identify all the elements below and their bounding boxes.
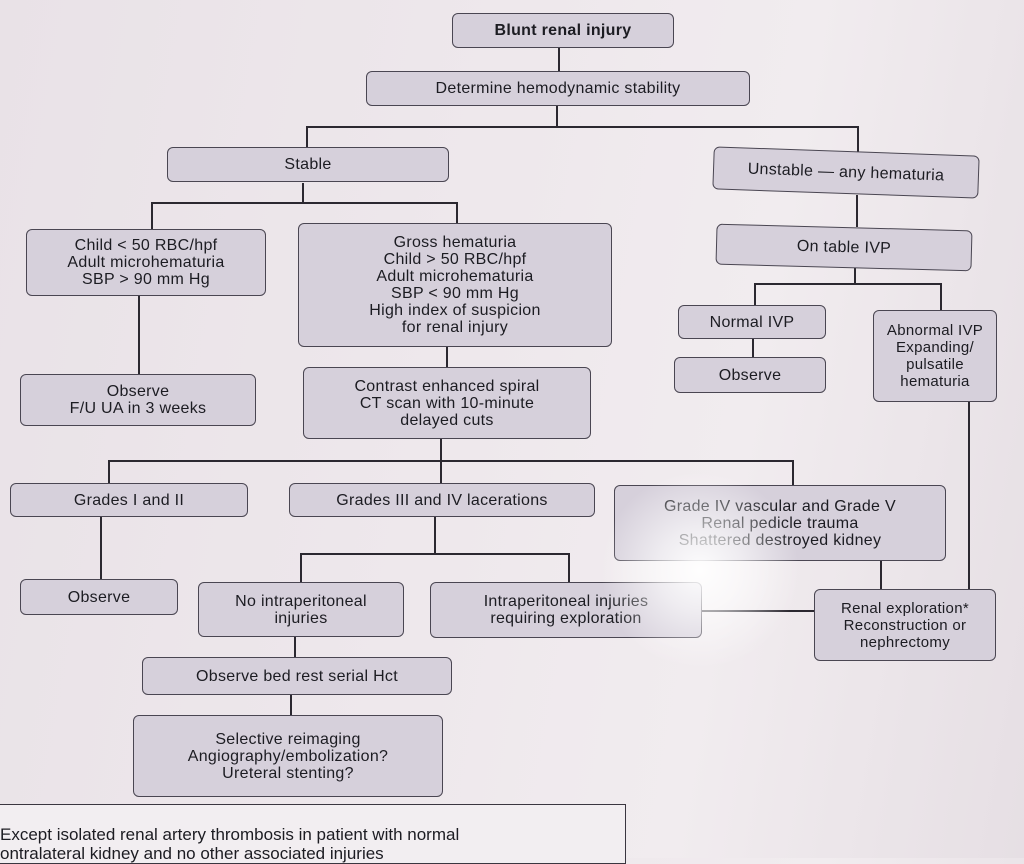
- connector: [856, 195, 858, 227]
- connector: [700, 610, 814, 612]
- intraperitoneal-line: Intraperitoneal injuries: [483, 593, 649, 610]
- renal-exploration-line: Renal exploration*: [841, 599, 969, 617]
- reimaging-line: Angiography/embolization?: [187, 747, 389, 765]
- connector: [434, 516, 436, 554]
- abnormal-ivp-line: Expanding/: [895, 339, 975, 356]
- minor-hematuria-node: Child < 50 RBC/hpf Adult microhematuria …: [26, 229, 266, 296]
- abnormal-ivp-line: Abnormal IVP: [886, 322, 984, 339]
- normal-ivp-node: Normal IVP: [678, 305, 826, 339]
- connector: [968, 400, 970, 590]
- connector: [568, 553, 570, 583]
- root-label: Blunt renal injury: [494, 22, 632, 39]
- no-intraperitoneal-line: injuries: [274, 609, 328, 627]
- ct-scan-node: Contrast enhanced spiral CT scan with 10…: [303, 367, 591, 439]
- ct-scan-line: delayed cuts: [400, 411, 494, 429]
- gross-line: Adult microhematuria: [376, 268, 534, 285]
- connector: [940, 283, 942, 311]
- connector: [290, 694, 292, 716]
- gross-hematuria-node: Gross hematuria Child > 50 RBC/hpf Adult…: [298, 223, 612, 347]
- reimaging-line: Ureteral stenting?: [222, 764, 354, 782]
- reimaging-line: Selective reimaging: [215, 730, 361, 748]
- ct-scan-line: Contrast enhanced spiral: [354, 377, 540, 395]
- no-intraperitoneal-node: No intraperitoneal injuries: [198, 582, 404, 637]
- unstable-label: Unstable — any hematuria: [747, 160, 945, 185]
- bed-rest-node: Observe bed rest serial Hct: [142, 657, 452, 695]
- root-node: Blunt renal injury: [452, 13, 674, 48]
- intraperitoneal-node: Intraperitoneal injuries requiring explo…: [430, 582, 702, 638]
- renal-exploration-line: nephrectomy: [859, 633, 950, 651]
- reimaging-node: Selective reimaging Angiography/emboliza…: [133, 715, 443, 797]
- intraperitoneal-line: requiring exploration: [490, 610, 642, 627]
- connector: [456, 202, 458, 224]
- connector: [556, 106, 558, 127]
- abnormal-ivp-line: hematuria: [900, 373, 970, 390]
- connector: [100, 516, 102, 580]
- connector: [302, 183, 304, 203]
- normal-ivp-label: Normal IVP: [709, 313, 795, 331]
- observe-grades-node: Observe: [20, 579, 178, 615]
- no-intraperitoneal-line: No intraperitoneal: [235, 592, 367, 610]
- observe-ivp-node: Observe: [674, 357, 826, 393]
- footnote-line: Except isolated renal artery thrombosis …: [0, 825, 460, 844]
- connector: [138, 295, 140, 375]
- gross-line: High index of suspicion: [369, 302, 541, 319]
- connector: [446, 346, 448, 368]
- grades-3-4-label: Grades III and IV lacerations: [336, 491, 548, 509]
- stable-node: Stable: [167, 147, 449, 182]
- footnote: Except isolated renal artery thrombosis …: [0, 804, 626, 864]
- ct-scan-line: CT scan with 10-minute: [359, 394, 535, 412]
- grade-4-5-line: Renal pedicle trauma: [701, 514, 859, 532]
- connector: [108, 460, 794, 462]
- connector: [300, 553, 570, 555]
- gross-line: Gross hematuria: [393, 234, 517, 251]
- hemodynamic-stability-label: Determine hemodynamic stability: [435, 80, 681, 97]
- connector: [880, 560, 882, 590]
- observe-followup-line: Observe: [106, 383, 170, 400]
- observe-followup-line: F/U UA in 3 weeks: [69, 400, 207, 417]
- renal-exploration-node: Renal exploration* Reconstruction or nep…: [814, 589, 996, 661]
- observe-grades-label: Observe: [67, 588, 131, 606]
- grade-4-5-node: Grade IV vascular and Grade V Renal pedi…: [614, 485, 946, 561]
- gross-line: SBP < 90 mm Hg: [391, 285, 519, 302]
- observe-ivp-label: Observe: [718, 366, 782, 384]
- observe-followup-node: Observe F/U UA in 3 weeks: [20, 374, 256, 426]
- abnormal-ivp-line: pulsatile: [906, 356, 964, 373]
- minor-line: Child < 50 RBC/hpf: [74, 237, 218, 254]
- unstable-node: Unstable — any hematuria: [712, 146, 980, 199]
- grades-1-2-node: Grades I and II: [10, 483, 248, 517]
- connector: [792, 460, 794, 486]
- abnormal-ivp-node: Abnormal IVP Expanding/ pulsatile hematu…: [873, 310, 997, 402]
- connector: [440, 438, 442, 461]
- grades-1-2-label: Grades I and II: [73, 491, 185, 509]
- on-table-ivp-label: On table IVP: [796, 237, 892, 258]
- grade-4-5-line: Shattered destroyed kidney: [678, 531, 882, 549]
- connector: [151, 202, 153, 230]
- gross-line: for renal injury: [401, 319, 509, 336]
- connector: [754, 283, 942, 285]
- connector: [306, 126, 308, 148]
- connector: [306, 126, 858, 128]
- minor-line: Adult microhematuria: [67, 254, 225, 271]
- on-table-ivp-node: On table IVP: [715, 223, 973, 272]
- connector: [300, 553, 302, 583]
- footnote-line: ontralateral kidney and no other associa…: [0, 844, 384, 863]
- stable-label: Stable: [284, 156, 332, 173]
- gross-line: Child > 50 RBC/hpf: [383, 251, 527, 268]
- hemodynamic-stability-node: Determine hemodynamic stability: [366, 71, 750, 106]
- minor-line: SBP > 90 mm Hg: [82, 271, 210, 288]
- connector: [754, 283, 756, 307]
- connector: [854, 268, 856, 284]
- bed-rest-label: Observe bed rest serial Hct: [196, 667, 398, 685]
- connector: [108, 460, 110, 484]
- grade-4-5-line: Grade IV vascular and Grade V: [664, 497, 896, 515]
- connector: [558, 47, 560, 72]
- connector: [752, 338, 754, 358]
- connector: [151, 202, 457, 204]
- renal-exploration-line: Reconstruction or: [843, 616, 967, 634]
- connector: [440, 460, 442, 484]
- connector: [857, 126, 859, 152]
- grades-3-4-node: Grades III and IV lacerations: [289, 483, 595, 517]
- connector: [294, 636, 296, 658]
